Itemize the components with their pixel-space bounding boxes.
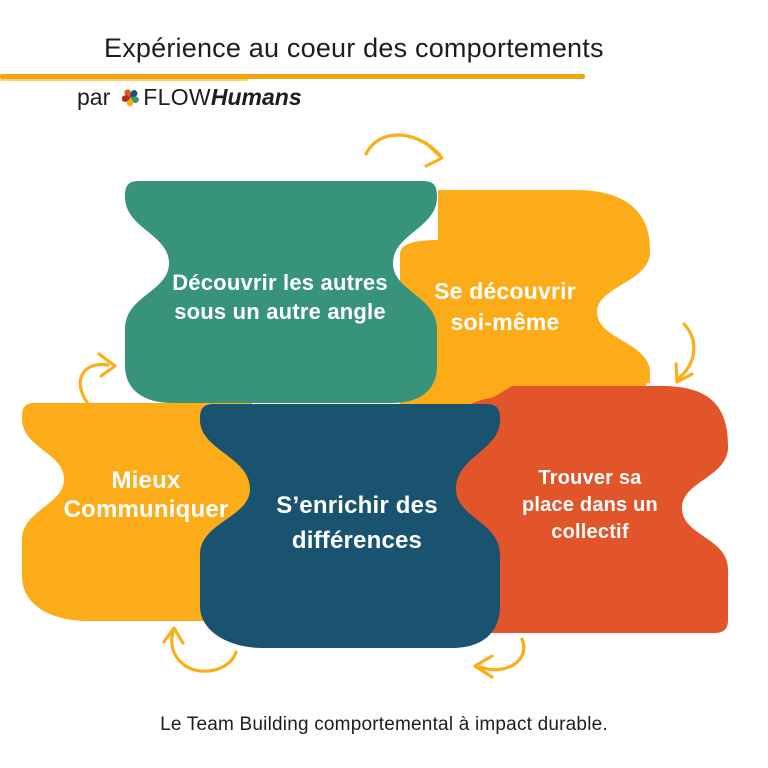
label-line: Trouver sa bbox=[538, 467, 642, 489]
label-line: Se découvrir bbox=[434, 278, 576, 304]
brand-name-italic: Humans bbox=[210, 84, 302, 110]
label-line: place dans un bbox=[522, 494, 658, 516]
label-discover-others: Découvrir les autres sous un autre angle bbox=[165, 268, 395, 326]
blob-communicate-better bbox=[21, 403, 253, 621]
label-communicate-better: Mieux Communiquer bbox=[40, 466, 252, 524]
arrow-bottom-right-head-icon bbox=[473, 654, 494, 679]
page-title: Expérience au coeur des comportements bbox=[104, 33, 604, 63]
label-line: S’enrichir des bbox=[276, 492, 438, 519]
footer-tagline: Le Team Building comportemental à impact… bbox=[160, 714, 608, 735]
label-line: Découvrir les autres bbox=[172, 270, 388, 295]
label-line: soi-même bbox=[450, 309, 560, 335]
blob-find-place bbox=[450, 386, 729, 633]
title-underline-stroke2 bbox=[0, 78, 248, 81]
arrow-left-head-icon bbox=[97, 352, 117, 378]
flowhumans-logo-icon bbox=[122, 89, 140, 107]
label-discover-self: Se découvrir soi-même bbox=[415, 276, 595, 338]
label-find-place: Trouver sa place dans un collectif bbox=[505, 465, 675, 546]
arrow-bottom-left-icon bbox=[170, 629, 238, 673]
label-line: Communiquer bbox=[63, 496, 229, 523]
blob-enrich-differences bbox=[199, 404, 501, 648]
arrow-left-icon bbox=[78, 362, 110, 404]
blob-discover-others bbox=[124, 181, 438, 403]
label-line: sous un autre angle bbox=[174, 299, 386, 324]
arrow-top-head-icon bbox=[424, 141, 444, 168]
label-line: différences bbox=[291, 527, 423, 554]
byline: par FLOW Humans bbox=[77, 84, 302, 111]
arrow-bottom-right-icon bbox=[478, 637, 526, 672]
arrow-right-head-icon bbox=[674, 362, 694, 384]
label-line: Mieux bbox=[111, 467, 181, 494]
label-line: collectif bbox=[551, 521, 629, 543]
arrow-bottom-left-head-icon bbox=[162, 626, 185, 645]
brand-name-regular: FLOW bbox=[143, 84, 211, 110]
title-underline bbox=[0, 74, 585, 79]
arrow-right-icon bbox=[676, 322, 696, 381]
byline-prefix: par bbox=[77, 84, 111, 110]
label-enrich-differences: S’enrichir des différences bbox=[245, 488, 469, 558]
flow-arrows bbox=[78, 133, 696, 679]
